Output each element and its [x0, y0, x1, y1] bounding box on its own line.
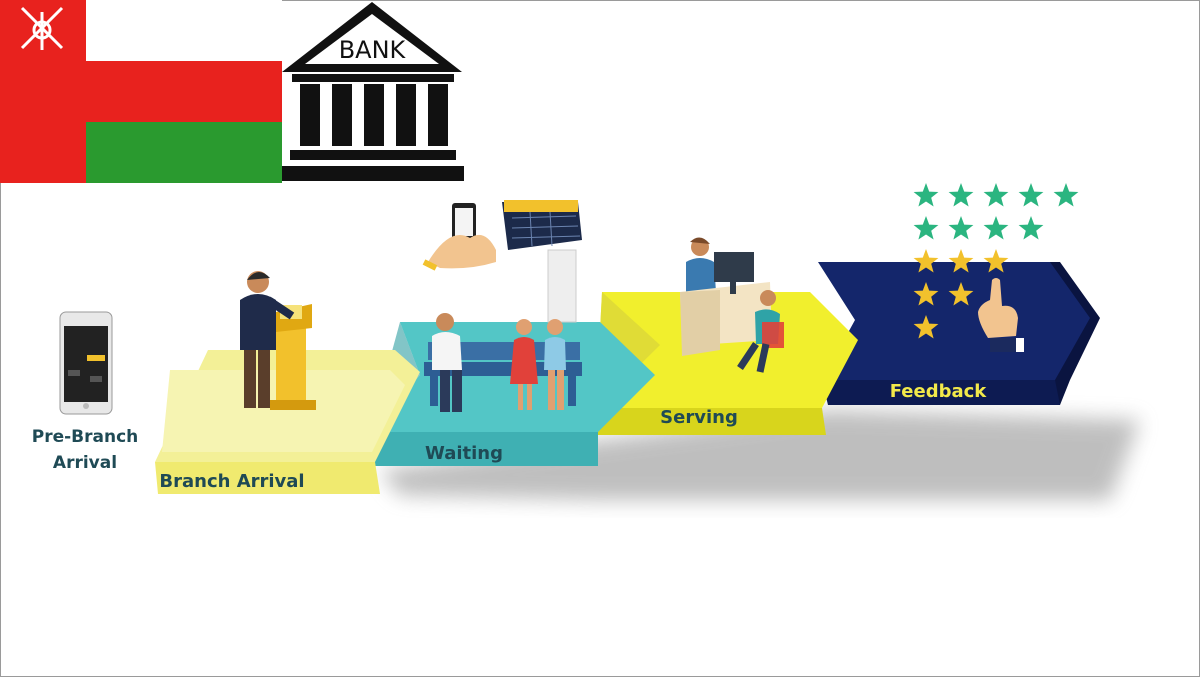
kiosk-customer-illustration [240, 271, 316, 410]
pointing-hand-icon [978, 278, 1024, 352]
stage-label-serving: Serving [660, 407, 738, 428]
star-icon [1018, 216, 1044, 240]
stage-label-feedback: Feedback [890, 381, 988, 402]
stage-label-pre-branch-arrival: Pre-Branch Arrival [31, 427, 139, 473]
star-icon [948, 216, 974, 240]
star-icon [913, 249, 939, 273]
star-icon [948, 183, 974, 207]
star-icon [913, 315, 939, 339]
queue-display-board-icon [502, 200, 582, 323]
waiting-customers-illustration [424, 313, 582, 412]
stage-label-branch-arrival: Branch Arrival [159, 471, 304, 492]
smartphone-icon [59, 311, 113, 415]
star-icon [983, 183, 1009, 207]
stage-label-waiting: Waiting [425, 443, 503, 464]
star-icon [1018, 183, 1044, 207]
bank-label: BANK [339, 36, 407, 64]
star-icon [983, 249, 1009, 273]
star-icon [913, 282, 939, 306]
bank-building-icon: BANK [282, 2, 464, 181]
service-desk-illustration [680, 237, 784, 373]
star-icon [983, 216, 1009, 240]
hand-holding-phone-icon [422, 203, 496, 271]
star-icon [1053, 183, 1079, 207]
star-icon [913, 183, 939, 207]
star-icon [948, 249, 974, 273]
star-icon [948, 282, 974, 306]
star-rating-icon [913, 183, 1079, 339]
star-icon [913, 216, 939, 240]
oman-flag-icon [0, 0, 282, 183]
